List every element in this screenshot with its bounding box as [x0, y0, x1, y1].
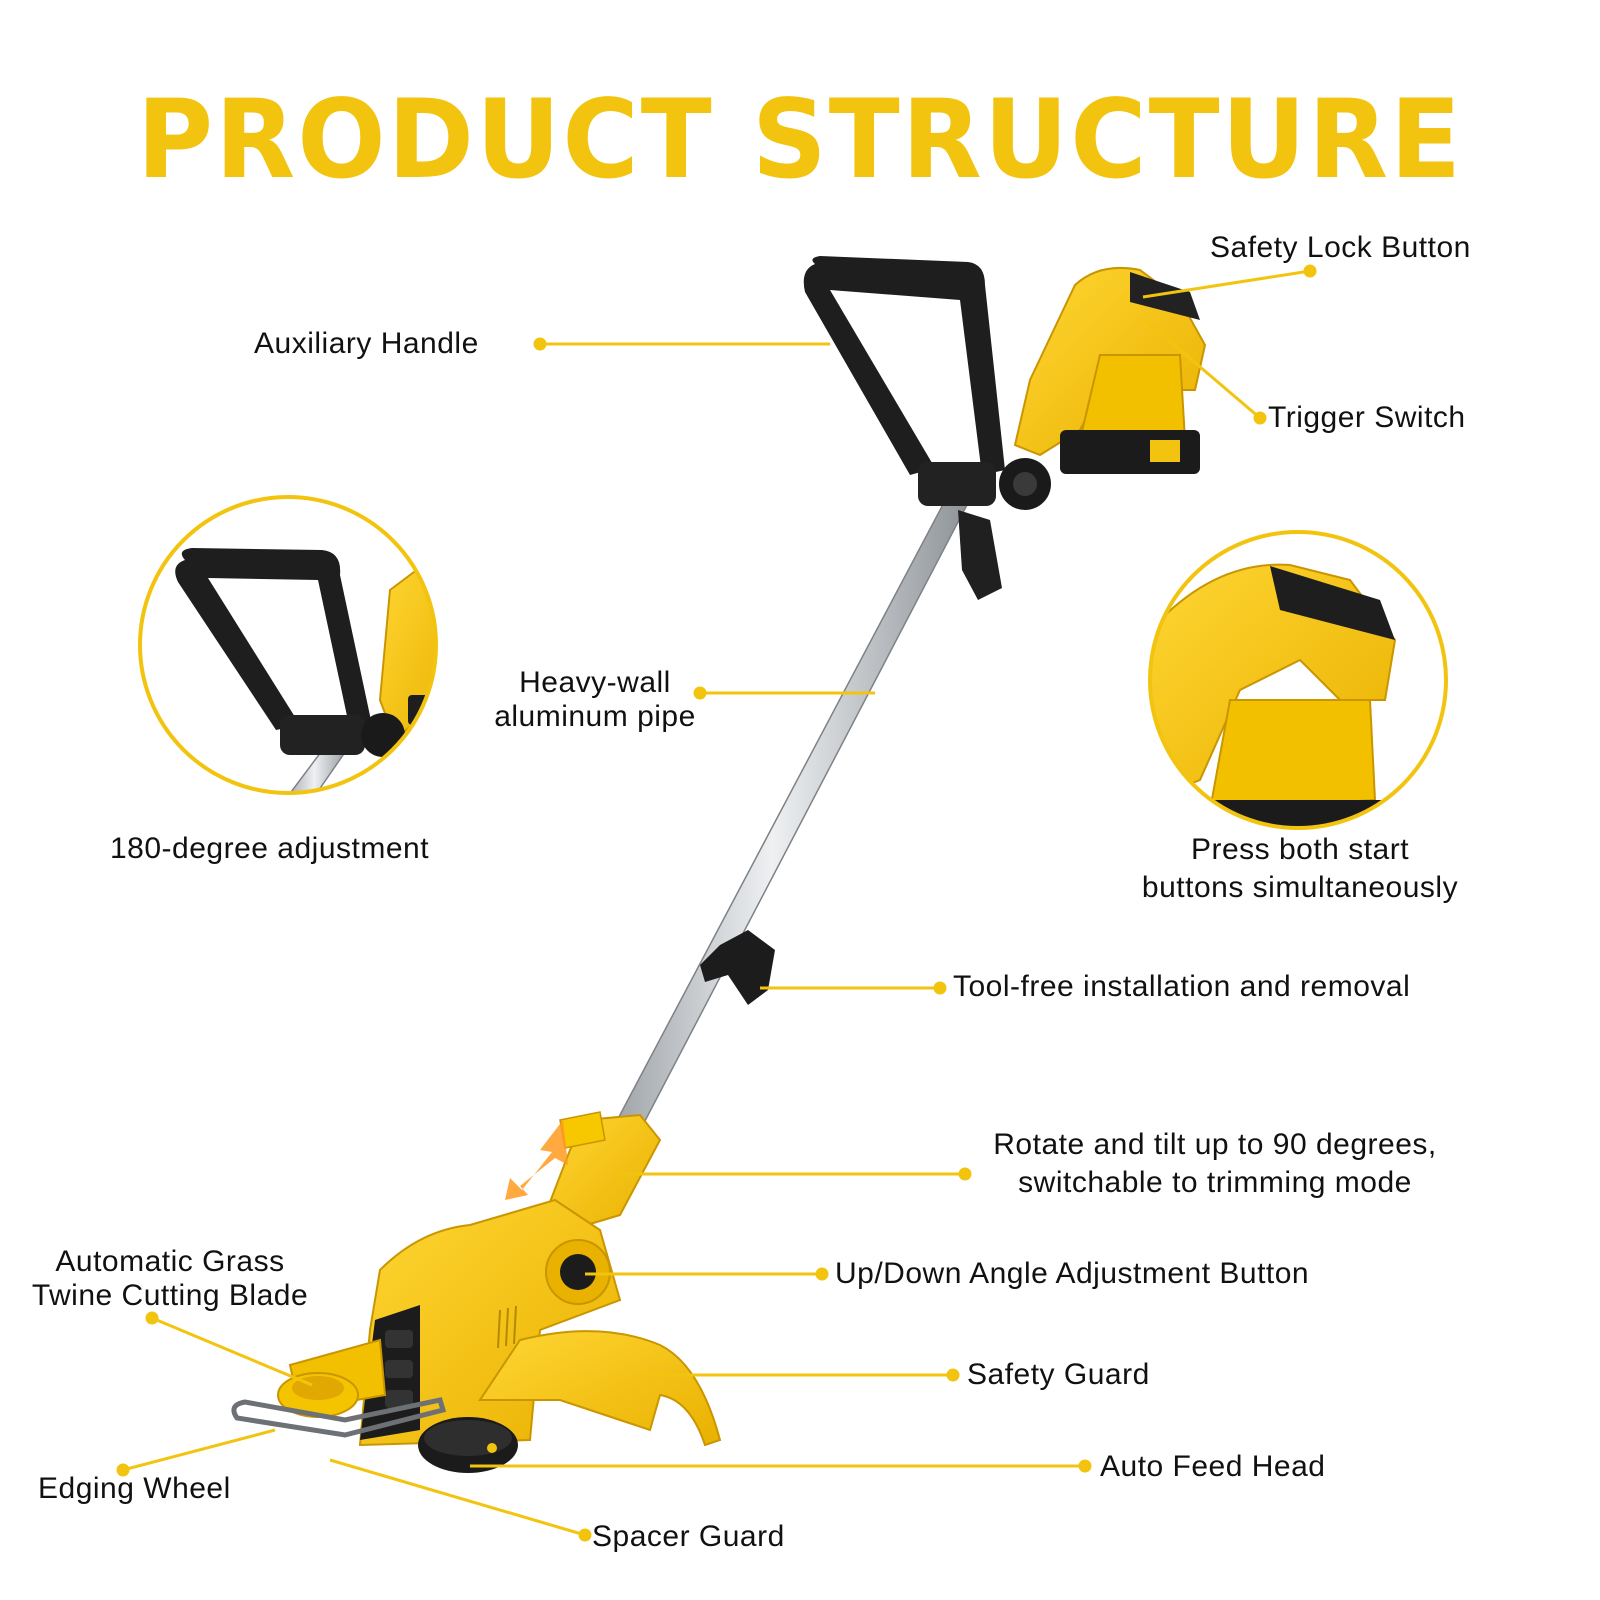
label-press-line-2: buttons simultaneously	[1141, 871, 1459, 904]
lower-joint	[543, 1111, 662, 1232]
label-tool-free: Tool-free installation and removal	[953, 970, 1411, 1003]
edging-assembly	[231, 1338, 447, 1438]
label-blade-line-2: Twine Cutting Blade	[31, 1279, 309, 1312]
label-press-both-start: Press both start buttons simultaneously	[1090, 833, 1510, 905]
label-edging-wheel: Edging Wheel	[38, 1472, 231, 1505]
rear-handle-body	[1013, 266, 1207, 474]
label-safety-guard: Safety Guard	[967, 1358, 1150, 1391]
label-cutting-blade: Automatic Grass Twine Cutting Blade	[10, 1245, 330, 1313]
label-auto-feed-head: Auto Feed Head	[1100, 1450, 1326, 1483]
label-spacer-guard: Spacer Guard	[592, 1520, 785, 1553]
label-rotate-tilt: Rotate and tilt up to 90 degrees, switch…	[955, 1128, 1475, 1200]
label-rotate-line-2: switchable to trimming mode	[1018, 1166, 1412, 1199]
aluminum-pipe	[610, 494, 970, 1141]
auxiliary-handle-shape	[803, 256, 1051, 600]
label-180-degree-adjustment: 180-degree adjustment	[110, 832, 430, 865]
auto-feed-head-shape	[418, 1417, 518, 1473]
label-aluminum-pipe: Heavy-wall aluminum pipe	[470, 666, 720, 734]
label-angle-adjustment-button: Up/Down Angle Adjustment Button	[835, 1257, 1310, 1290]
label-safety-lock-button: Safety Lock Button	[1210, 231, 1471, 264]
label-trigger-switch: Trigger Switch	[1268, 401, 1466, 434]
safety-guard-shape	[478, 1330, 722, 1447]
label-blade-line-1: Automatic Grass	[55, 1245, 285, 1278]
callout-lines	[116, 264, 1317, 1542]
label-auxiliary-handle: Auxiliary Handle	[254, 327, 479, 360]
label-pipe-line-2: aluminum pipe	[494, 700, 696, 733]
label-pipe-line-1: Heavy-wall	[519, 666, 671, 699]
label-press-line-1: Press both start	[1190, 833, 1410, 866]
page-title: PRODUCT STRUCTURE	[136, 74, 1464, 204]
tool-free-knob	[700, 930, 775, 1005]
detail-circle-trigger	[1148, 530, 1448, 830]
detail-circle-adjustment	[138, 495, 438, 795]
label-rotate-line-1: Rotate and tilt up to 90 degrees,	[993, 1128, 1437, 1161]
rotate-arrow-icon	[505, 1120, 568, 1200]
motor-housing	[358, 1198, 622, 1447]
